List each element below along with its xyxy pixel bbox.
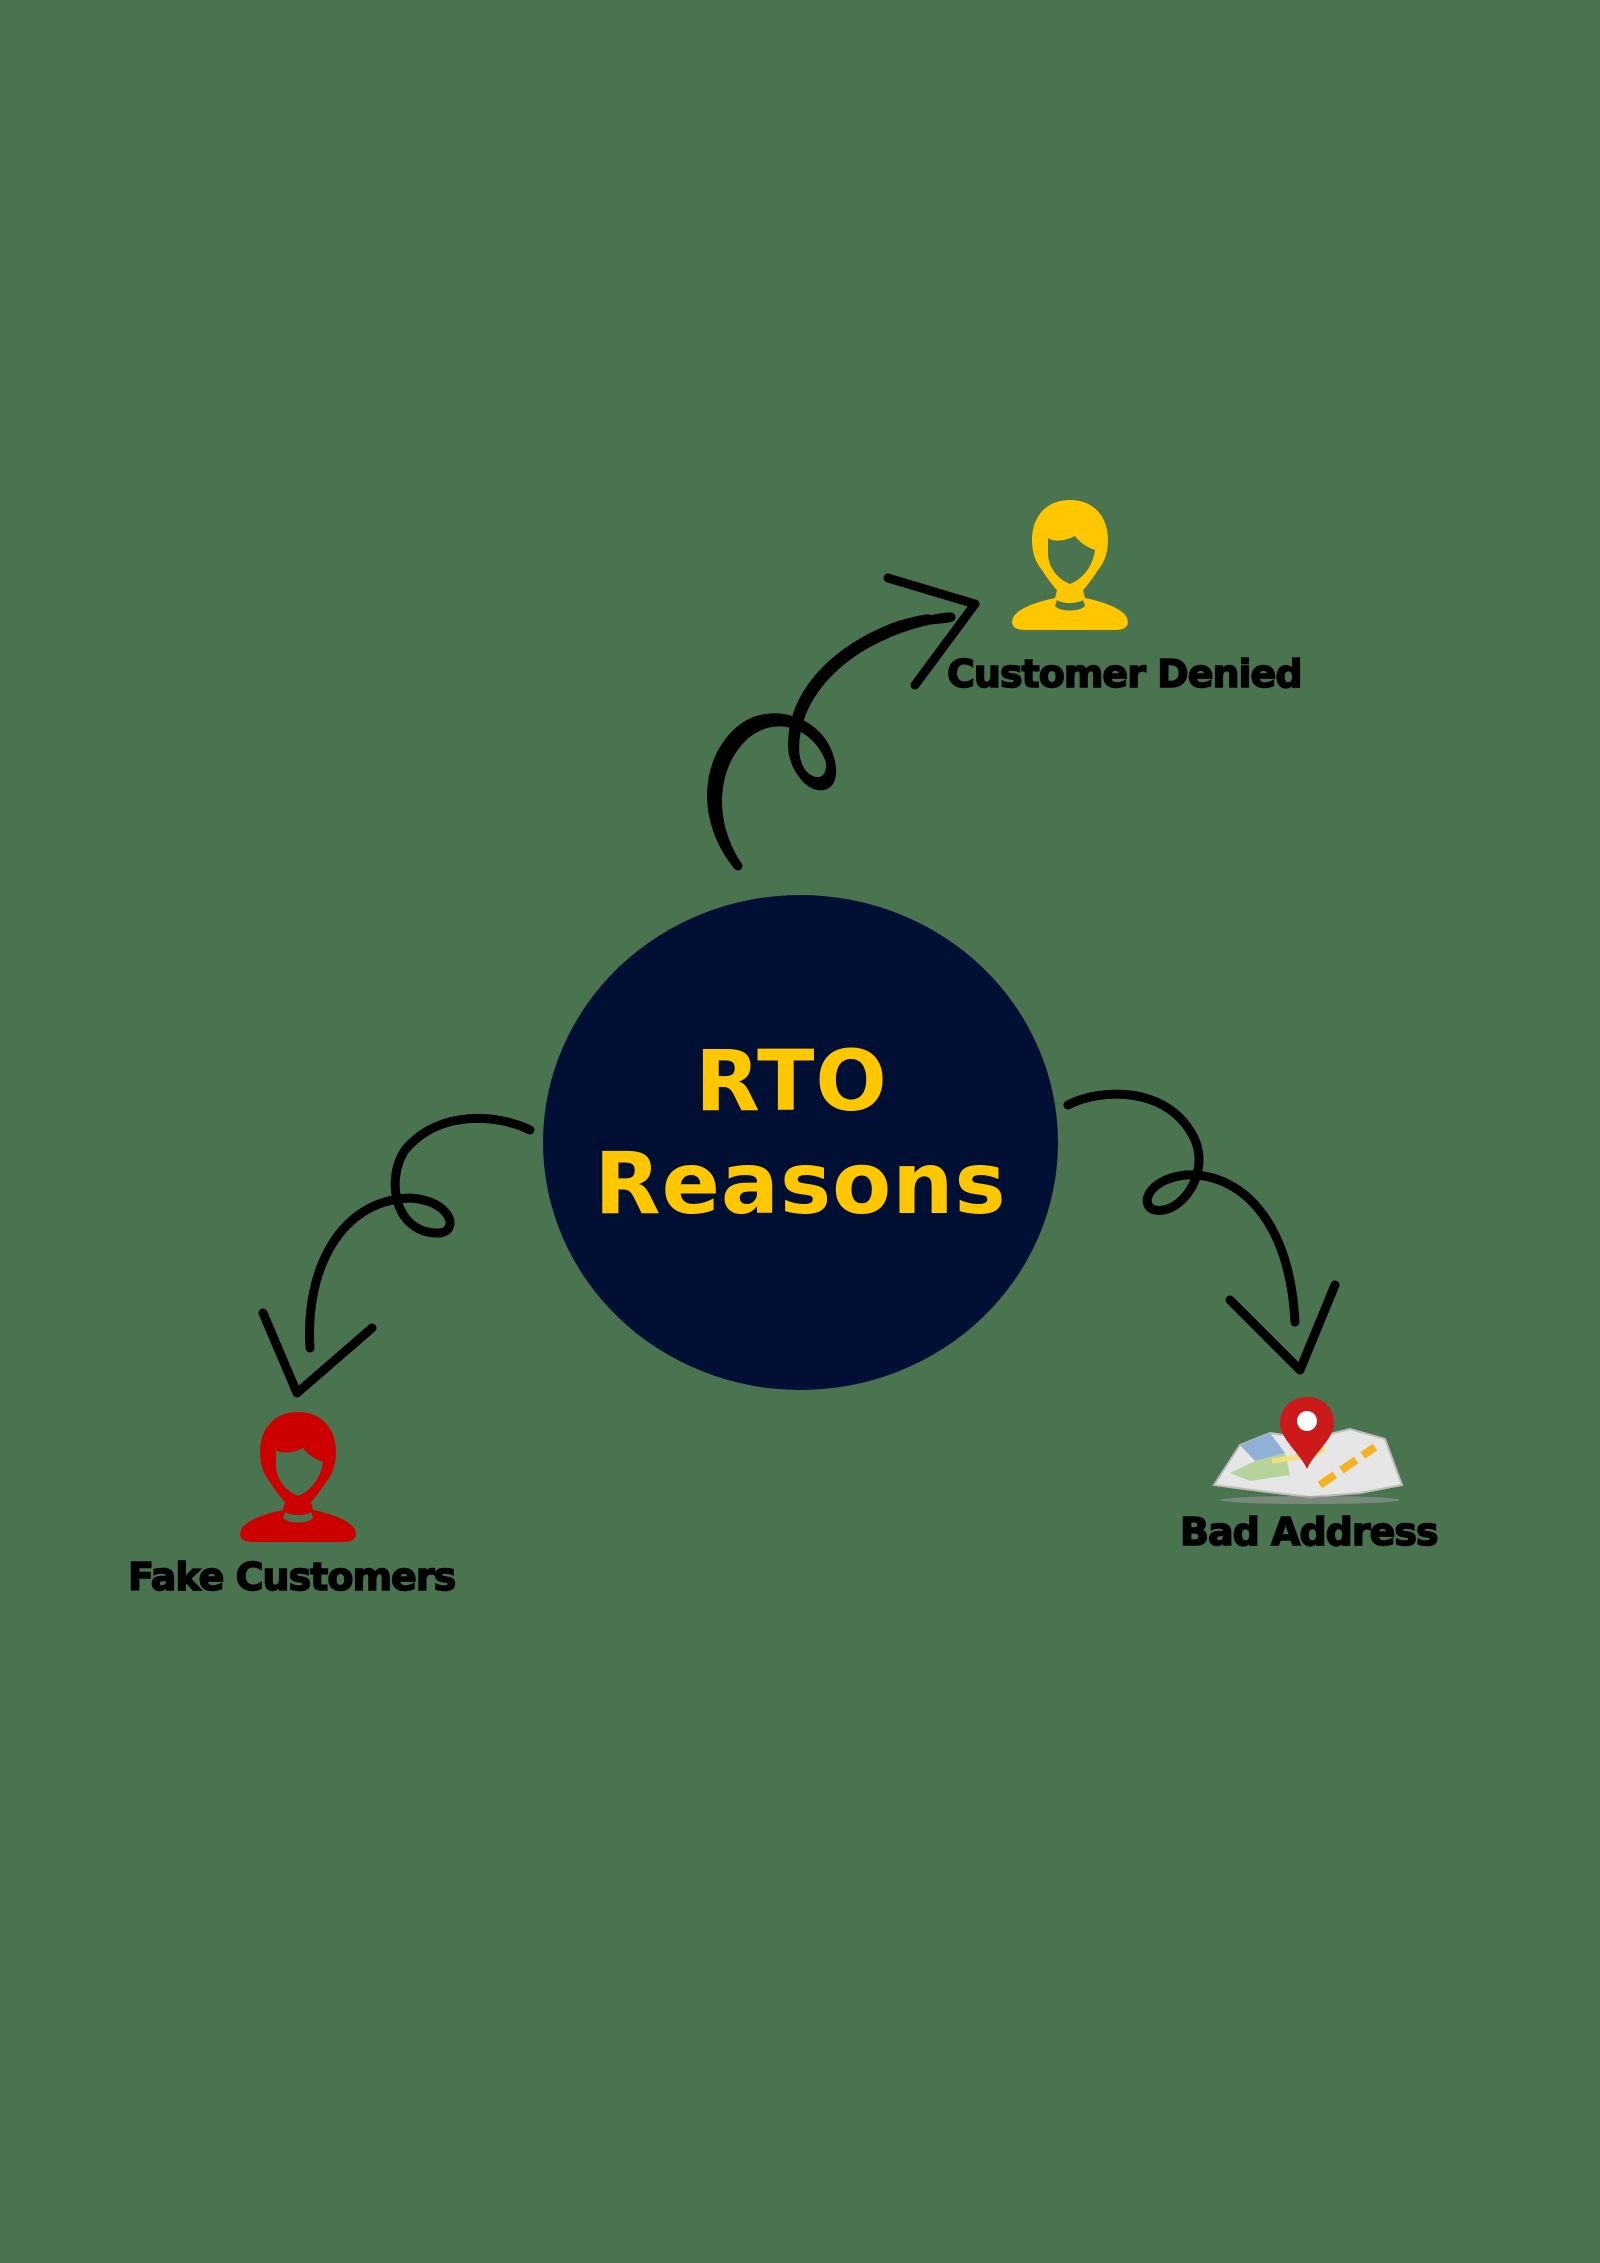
- map-pin-icon: [1210, 1395, 1405, 1505]
- arrow-to-customer-denied: [707, 612, 956, 871]
- arrow-to-customer-denied-curve: [713, 614, 933, 870]
- person-icon: [1005, 498, 1135, 630]
- arrow-to-fake-customers: [305, 1113, 535, 1353]
- hub-title-line1: RTO: [695, 1031, 888, 1130]
- arrowhead-bad-address: [1225, 1280, 1340, 1375]
- arrow-to-bad-address: [1063, 1089, 1300, 1327]
- node-label-bad-address: Bad Address: [1179, 1509, 1439, 1555]
- node-label-customer-denied: Customer Denied: [946, 651, 1303, 697]
- node-label-fake-customers: Fake Customers: [127, 1554, 457, 1600]
- hub-title-line2: Reasons: [594, 1133, 1007, 1234]
- rto-reasons-hub: RTO Reasons: [543, 895, 1058, 1390]
- arrowhead-customer-denied: [883, 573, 980, 690]
- arrowhead-fake-customers: [258, 1308, 377, 1398]
- person-icon: [233, 1410, 363, 1542]
